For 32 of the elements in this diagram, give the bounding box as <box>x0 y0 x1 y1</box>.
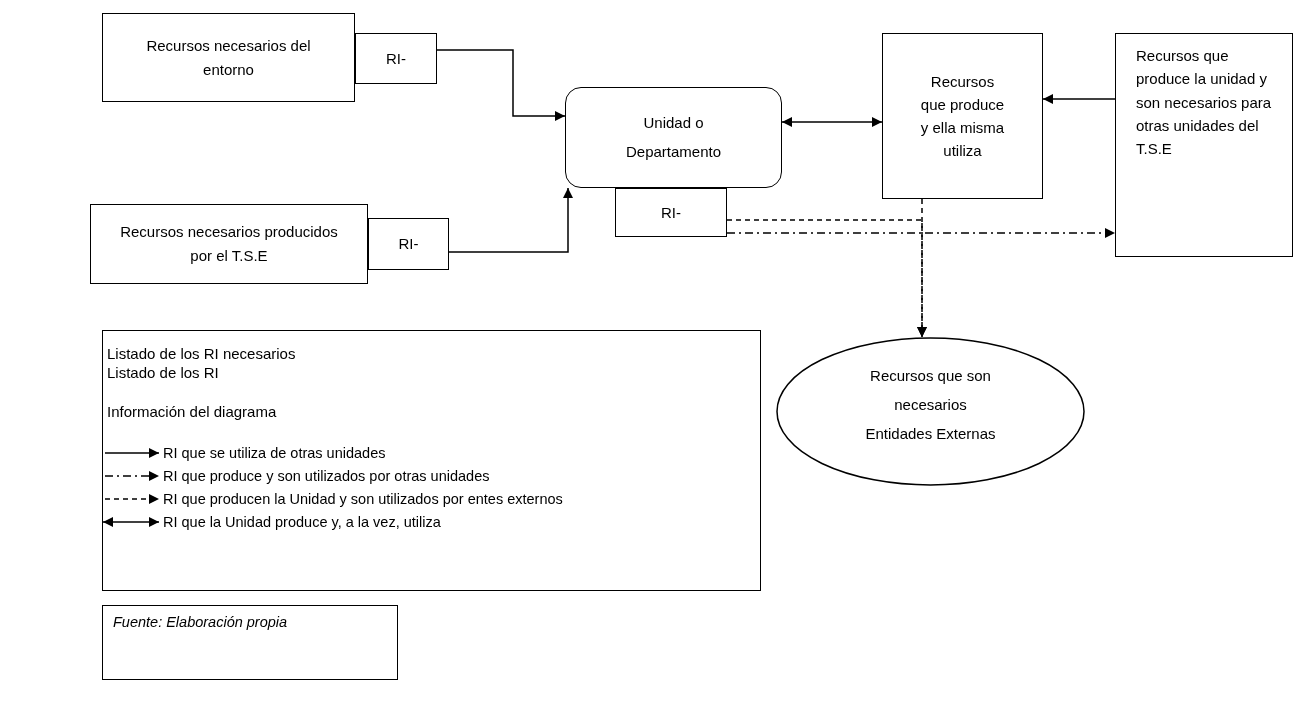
legend-text: RI que la Unidad produce y, a la vez, utiliza <box>163 512 441 531</box>
node-label: Recursos que son necesarios Entidades Externas <box>864 365 997 445</box>
arrow <box>917 198 927 338</box>
arrow <box>436 49 566 121</box>
arrow <box>1042 94 1116 104</box>
node-label: Recursos necesarios del entorno <box>145 35 312 80</box>
legend-text: RI que producen la Unidad y son utilizados por entes externos <box>163 489 563 508</box>
process-box <box>102 13 355 102</box>
process-box <box>882 33 1043 199</box>
node-label: Recursos necesarios producidos por el T.S.E <box>119 222 339 266</box>
legend-text: RI que se utiliza de otras unidades <box>163 443 386 462</box>
label-box <box>368 218 449 270</box>
label-box <box>355 33 437 84</box>
node-label: RI- <box>397 234 420 254</box>
arrow <box>448 187 573 253</box>
node-label: Recursos que produce y ella misma utiliza <box>919 71 1006 162</box>
rounded-process-box <box>565 87 782 188</box>
node-label: RI- <box>660 202 682 223</box>
node-label: Unidad o Departamento <box>624 113 723 162</box>
source-note: Fuente: Elaboración propia <box>102 605 398 680</box>
node-label: Recursos que produce la unidad y son necesarios para otras unidades del T.S.E <box>1136 46 1273 159</box>
label-box <box>615 188 727 237</box>
info-panel <box>102 330 761 591</box>
info-text: Listado de los RI necesarios <box>106 345 296 364</box>
arrow <box>726 228 1116 238</box>
info-text: Información del diagrama <box>106 402 277 422</box>
process-box <box>1115 33 1293 257</box>
arrow <box>781 117 883 127</box>
legend-text: RI que produce y son utilizados por otras unidades <box>163 466 490 485</box>
process-box <box>90 204 368 284</box>
node-label: RI- <box>385 48 407 69</box>
info-text: Listado de los RI <box>106 363 219 383</box>
